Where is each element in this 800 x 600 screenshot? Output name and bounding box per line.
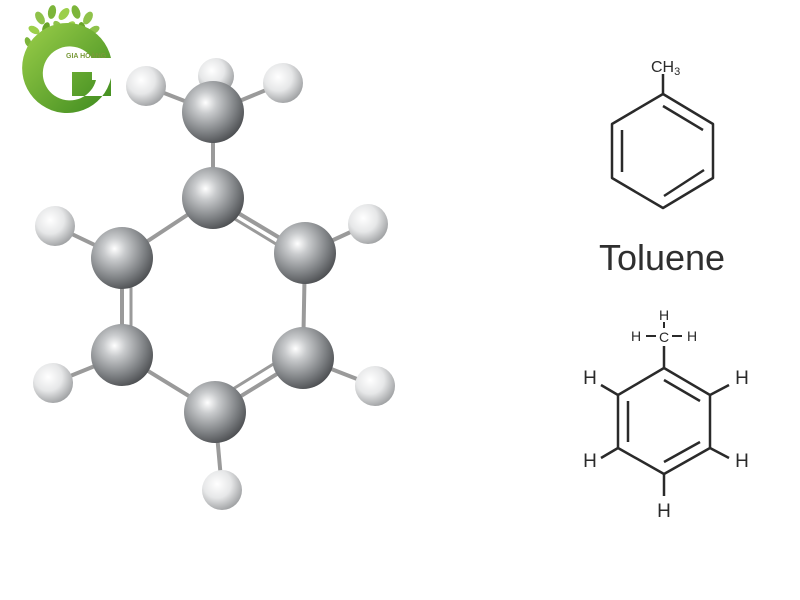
hydrogen-atom: [263, 63, 303, 103]
ch-bond-line: [600, 383, 619, 397]
ring-h-top-right: H: [735, 368, 749, 389]
ch-bond-line: [709, 383, 730, 397]
hydrogen-atom: [348, 204, 388, 244]
ring-h-bottom-left: H: [583, 451, 597, 472]
hydrogen-atom: [202, 470, 242, 510]
methyl-h-left: H: [631, 328, 641, 344]
ring-h-top-left: H: [583, 368, 597, 389]
carbon-atom: [91, 324, 153, 386]
hydrogen-atom: [355, 366, 395, 406]
methyl-label-subscript: 3: [674, 66, 680, 78]
benzene-ring-outer: [616, 366, 712, 476]
carbon-atom: [91, 227, 153, 289]
ch-bond-line: [709, 446, 730, 460]
structural-formula-labels: H C H H H H H H H: [583, 307, 749, 522]
logo-brand-text: GIA HOÀNG: [66, 51, 107, 60]
hydrogen-atom: [33, 363, 73, 403]
molecule-name: Toluene: [599, 237, 725, 278]
ch-bond-line: [600, 446, 619, 460]
double-bond-line: [663, 378, 701, 403]
double-bond-line: [662, 104, 704, 132]
structural-formula: [600, 322, 730, 496]
methyl-h-right: H: [687, 328, 697, 344]
methyl-label-ch: CH: [651, 59, 674, 76]
carbon-atom: [182, 167, 244, 229]
benzene-ring-outer: [610, 92, 715, 210]
hydrogen-atom: [126, 66, 166, 106]
ball-and-stick-model: [33, 58, 395, 510]
carbon-atom: [274, 222, 336, 284]
carbon-atom: [184, 381, 246, 443]
methyl-group-label: CH3: [651, 59, 680, 78]
carbon-atom: [272, 327, 334, 389]
double-bond-line: [663, 168, 705, 198]
methyl-c: C: [659, 329, 669, 345]
logo-g-letter-icon: [22, 23, 112, 114]
ring-h-bottom-right: H: [735, 451, 749, 472]
brand-logo: GIA HOÀNG: [22, 5, 112, 114]
carbon-atom-methyl: [182, 81, 244, 143]
skeletal-formula: [610, 74, 715, 210]
double-bond-line: [663, 440, 701, 464]
ring-h-bottom: H: [657, 501, 671, 522]
hydrogen-atom: [35, 206, 75, 246]
methyl-h-top: H: [659, 307, 669, 323]
